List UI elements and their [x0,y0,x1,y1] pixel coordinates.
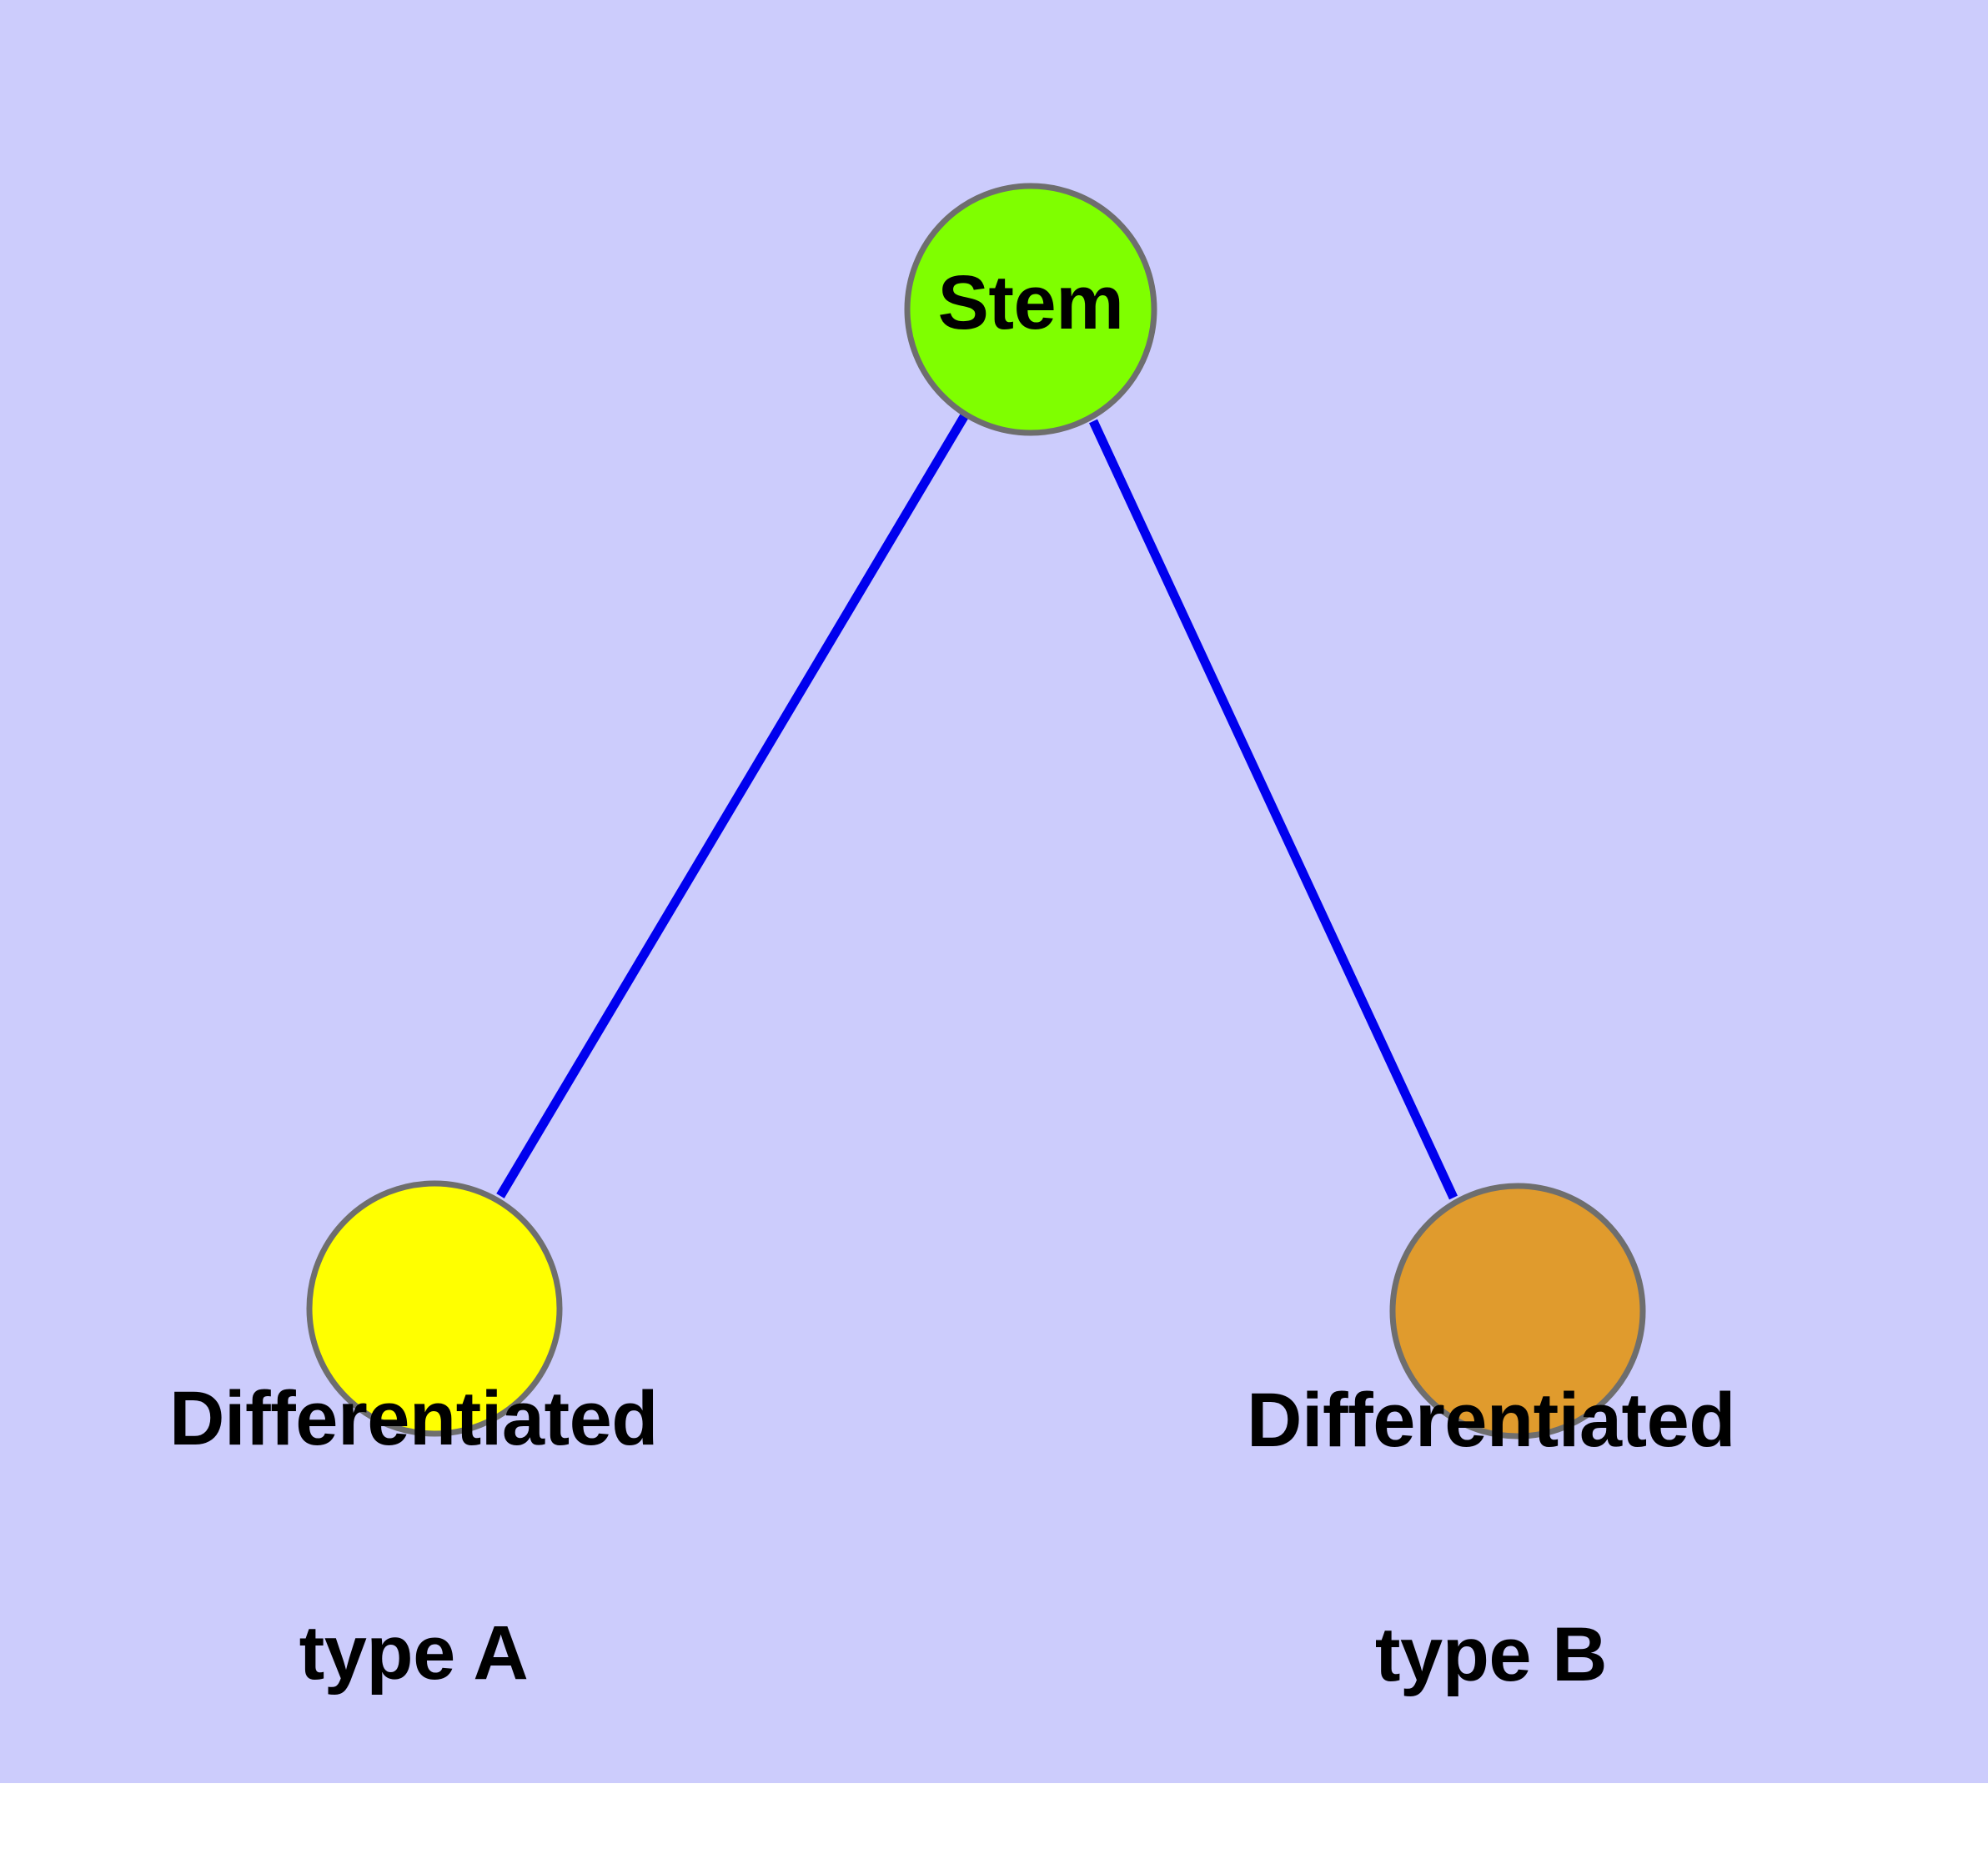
node-differentiated-type-a[interactable] [306,1180,563,1437]
node-label-line1: Differentiated [1247,1377,1735,1463]
node-layer [306,183,1646,1439]
node-differentiated-type-b[interactable] [1389,1183,1646,1439]
edge-layer [496,413,1458,1200]
node-label-line1: Differentiated [169,1375,658,1461]
node-label-line2: type A [299,1610,529,1696]
edge-stem-to-differentiated-type-a[interactable] [496,413,969,1198]
edge-stem-to-differentiated-type-b[interactable] [1089,419,1458,1200]
node-label-differentiated-type-b: Differentiated type B [1199,1225,1783,1851]
node-stem[interactable] [904,183,1157,436]
graph-svg [306,183,1646,1439]
node-label-differentiated-type-a: Differentiated type A [122,1223,705,1850]
node-label-line2: type B [1374,1612,1608,1698]
diagram-canvas: Stem Differentiated type A Differentiate… [0,0,1988,1783]
node-label-stem: Stem [937,260,1124,345]
